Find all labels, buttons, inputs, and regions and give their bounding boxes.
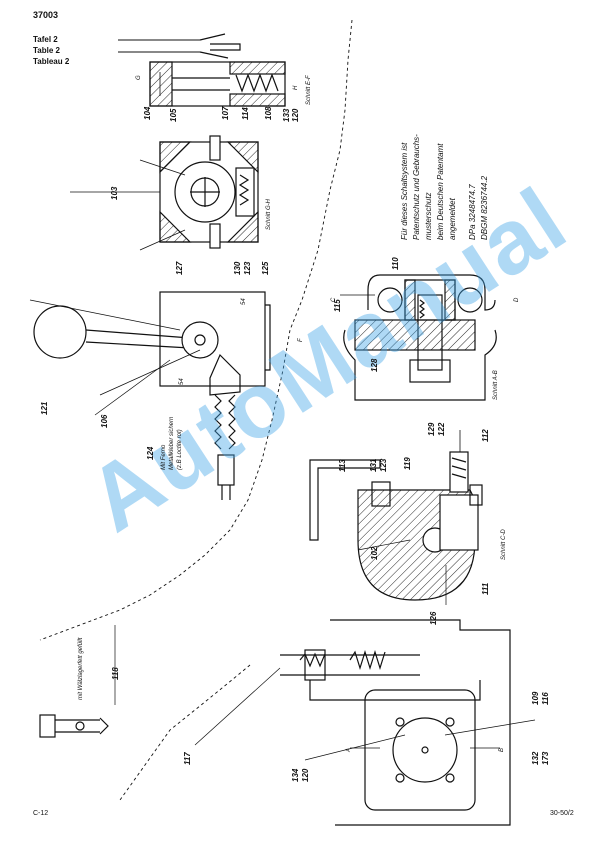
part-label-126: 126 [429,611,438,625]
part-label-173: 173 [541,751,550,765]
part-label-132: 132 [531,751,540,765]
section-letter-d: D [514,297,520,302]
sealant-note-line-1: Mit Ferno [161,444,167,470]
table-title-en: Table 2 [33,46,60,55]
connector-part [39,714,109,738]
part-label-117: 117 [183,752,192,765]
patent-note-line-5: angemeldet [448,197,457,240]
shift-label-54a: 54 [241,298,247,305]
part-label-123b: 123 [379,458,388,472]
patent-ref-dbgm: DBGM 8236744.2 [480,175,489,240]
part-label-119: 119 [403,457,412,470]
part-label-125: 125 [261,261,270,275]
part-label-110: 110 [391,257,400,270]
part-label-128: 128 [370,358,379,372]
part-label-129: 129 [427,422,436,436]
lever-assembly [29,291,271,500]
part-label-120a: 120 [291,108,300,122]
footer-doc-ref: 30-50/2 [550,810,574,817]
part-label-122: 122 [437,422,446,436]
section-e-f-view [118,33,286,107]
part-label-124: 124 [146,446,155,460]
part-label-107: 107 [221,106,230,120]
divider-line [39,19,353,641]
part-label-134: 134 [291,768,300,782]
part-label-114: 114 [241,107,250,120]
part-label-106: 106 [100,414,109,428]
section-letter-a: A [346,748,352,753]
part-label-118: 118 [111,667,120,680]
part-label-123a: 123 [243,261,252,275]
section-letter-c: C [331,297,337,302]
part-label-113: 113 [338,459,347,472]
footer-page-code: C-12 [33,810,49,817]
section-a-b-view [340,274,497,401]
shift-label-54b: 54 [179,378,185,385]
part-label-131: 131 [369,458,378,472]
sealant-note-line-2: Metallkleber sichern [169,416,175,470]
sealant-note-line-3: (z.B Loctite rot) [177,429,183,470]
part-label-102: 102 [370,546,379,560]
part-label-120b: 120 [301,768,310,782]
section-g-h-view [70,135,259,249]
part-label-105: 105 [169,108,178,122]
section-letter-h: H [293,85,299,90]
part-label-116: 116 [541,692,550,705]
section-label-e-f: Schnitt E-F [306,75,312,105]
part-label-133: 133 [282,108,291,122]
table-title-fr: Tableau 2 [33,57,70,66]
patent-note-line-4: beim Deutschen Patentamt [436,143,445,240]
patent-ref-dpa: DPa 3248474.7 [468,184,477,240]
part-label-112: 112 [481,429,490,442]
section-label-g-h: Schnitt G-H [266,198,272,230]
part-label-121: 121 [40,401,49,415]
part-label-127: 127 [175,261,184,275]
bottom-assembly [119,619,511,826]
table-title-de: Tafel 2 [33,35,58,44]
patent-note-line-1: Für dieses Schaltsystem ist [400,142,409,240]
leader-lines [94,159,536,761]
patent-note-line-2: Patentschutz und Gebrauchs- [412,134,421,240]
part-label-130: 130 [233,261,242,275]
section-letter-f: F [298,338,304,342]
section-letter-b: B [499,748,505,752]
part-label-111: 111 [481,582,490,595]
section-label-c-d: Schnitt C-D [501,529,507,560]
document-id: 37003 [33,10,59,20]
grease-note: mit Wälzlagerfett gefüllt [78,637,84,700]
part-label-109: 109 [531,691,540,705]
part-label-115: 115 [333,299,342,312]
part-label-104: 104 [143,106,152,120]
part-label-108: 108 [264,106,273,120]
section-label-a-b: Schnitt A-B [493,370,499,400]
section-letter-g: G [136,75,142,80]
part-label-103: 103 [110,186,119,200]
patent-note-line-3: musterschutz [424,192,433,240]
